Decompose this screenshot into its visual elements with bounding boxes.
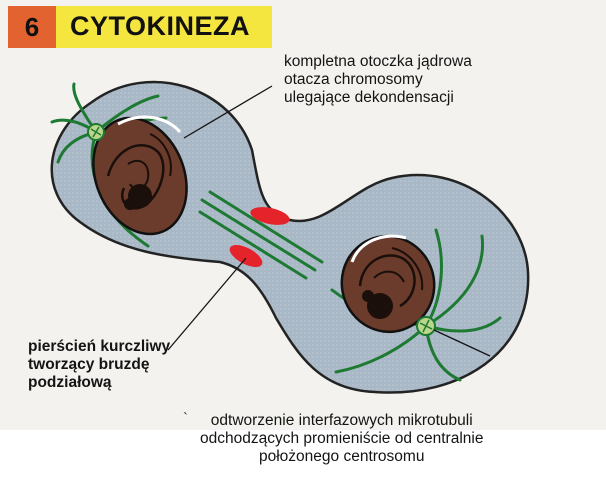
label-line: pierścień kurczliwy xyxy=(28,338,171,355)
midbody-microtubules xyxy=(198,190,324,280)
label-line: odtworzenie interfazowych mikrotubuli xyxy=(210,412,473,429)
label-line: tworzący bruzdę xyxy=(28,356,150,373)
label-line: położonego centrosomu xyxy=(259,448,425,465)
label-line: podziałową xyxy=(28,374,112,391)
section-number: 6 xyxy=(24,12,40,42)
label-microtubules: odtworzenie interfazowych mikrotubuli od… xyxy=(200,412,483,466)
label-contractile-ring: pierścień kurczliwy tworzący bruzdę podz… xyxy=(28,338,170,392)
left-nucleus xyxy=(92,115,188,236)
label-line: otacza chromosomy xyxy=(284,71,423,88)
right-nuclear-envelope-gap xyxy=(350,234,407,263)
leader-line-microtubules xyxy=(433,329,491,357)
label-line: ulegające dekondensacji xyxy=(284,89,454,106)
label-line: kompletna otoczka jądrowa xyxy=(284,53,472,70)
right-centrosome xyxy=(416,316,436,336)
left-nuclear-envelope-gap xyxy=(117,115,182,134)
page-title: CYTOKINEZA xyxy=(70,11,251,41)
left-centrosome xyxy=(87,123,105,141)
contractile-ring-upper xyxy=(250,207,290,225)
leader-line-contractile-ring xyxy=(167,257,247,351)
label-nuclear-envelope: kompletna otoczka jądrowa otacza chromos… xyxy=(284,53,472,107)
label-tick-mark: ` xyxy=(183,410,188,427)
label-line: odchodzących promieniście od centralnie xyxy=(200,430,484,447)
contractile-ring-lower xyxy=(229,244,263,268)
right-nucleus xyxy=(340,234,436,334)
header-number-box xyxy=(8,6,56,48)
leader-line-nuclear-envelope xyxy=(183,85,273,139)
